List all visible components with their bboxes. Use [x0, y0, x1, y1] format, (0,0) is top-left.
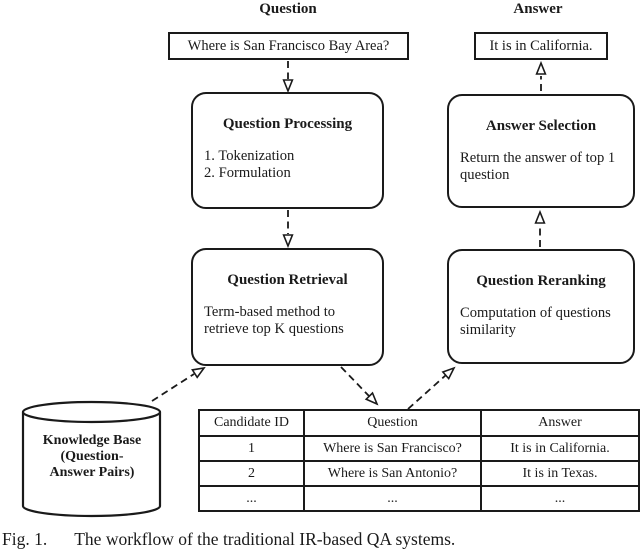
node-answer-selection: Answer Selection Return the answer of to… [447, 94, 635, 208]
kb-label-line1: Knowledge Base [42, 433, 142, 448]
node-body: Term-based method to retrieve top K ques… [204, 304, 344, 337]
node-title: Question Reranking [476, 273, 606, 289]
processing-step-2: 2. Formulation [204, 165, 291, 181]
answer-column-label: Answer [513, 1, 563, 17]
table-row: 1 Where is San Francisco? It is in Calif… [198, 435, 640, 462]
arrow-line-kb-to-retrieval [151, 373, 195, 402]
node-body: Return the answer of top 1 question [460, 150, 616, 183]
question-column-label: Question [259, 1, 317, 17]
open-arrowhead-icon [282, 79, 294, 94]
cell-question: Where is San Francisco? [303, 435, 482, 462]
node-body: 1. Tokenization 2. Formulation [193, 148, 382, 182]
node-title: Question Processing [222, 116, 353, 132]
database-cylinder-icon [21, 400, 162, 518]
figure-caption-text: The workflow of the traditional IR-based… [74, 529, 456, 549]
figure-caption: Fig. 1. The workflow of the traditional I… [2, 529, 455, 550]
figure-caption-label: Fig. 1. [2, 529, 48, 549]
arrow-line-table-to-reranking [407, 374, 447, 410]
node-question-processing: Question Processing 1. Tokenization 2. F… [191, 92, 384, 209]
candidate-table: Candidate ID Question Answer 1 Where is … [198, 409, 640, 512]
processing-step-1: 1. Tokenization [204, 148, 295, 164]
open-arrowhead-icon [282, 234, 294, 249]
open-arrowhead-icon [535, 60, 547, 75]
kb-label-line2: (Question- [60, 449, 124, 464]
node-title: Answer Selection [485, 118, 597, 134]
arrow-line-retrieval-to-table [340, 366, 370, 397]
node-title: Question Retrieval [227, 272, 348, 288]
open-arrowhead-icon [364, 391, 379, 406]
knowledge-base-label: Knowledge Base (Question- Answer Pairs) [22, 433, 162, 481]
input-question-box: Where is San Francisco Bay Area? [168, 32, 409, 60]
header-candidate-id: Candidate ID [198, 409, 305, 437]
cell-candidate-id: ... [198, 485, 305, 512]
header-answer: Answer [480, 409, 640, 437]
cell-answer: It is in Texas. [480, 460, 640, 487]
open-arrowhead-icon [191, 366, 206, 379]
open-arrowhead-icon [441, 366, 456, 381]
table-header-row: Candidate ID Question Answer [198, 409, 640, 437]
open-arrowhead-icon [534, 209, 546, 224]
header-question: Question [303, 409, 482, 437]
kb-label-line3: Answer Pairs) [49, 465, 135, 480]
cell-question: Where is San Antonio? [303, 460, 482, 487]
node-question-reranking: Question Reranking Computation of questi… [447, 249, 635, 364]
cell-candidate-id: 2 [198, 460, 305, 487]
cell-answer: ... [480, 485, 640, 512]
table-row: 2 Where is San Antonio? It is in Texas. [198, 460, 640, 487]
cell-candidate-id: 1 [198, 435, 305, 462]
node-body: Computation of questions similarity [460, 305, 611, 338]
node-question-retrieval: Question Retrieval Term-based method to … [191, 248, 384, 366]
table-row: ... ... ... [198, 485, 640, 512]
cell-answer: It is in California. [480, 435, 640, 462]
output-answer-box: It is in California. [474, 32, 608, 60]
cell-question: ... [303, 485, 482, 512]
